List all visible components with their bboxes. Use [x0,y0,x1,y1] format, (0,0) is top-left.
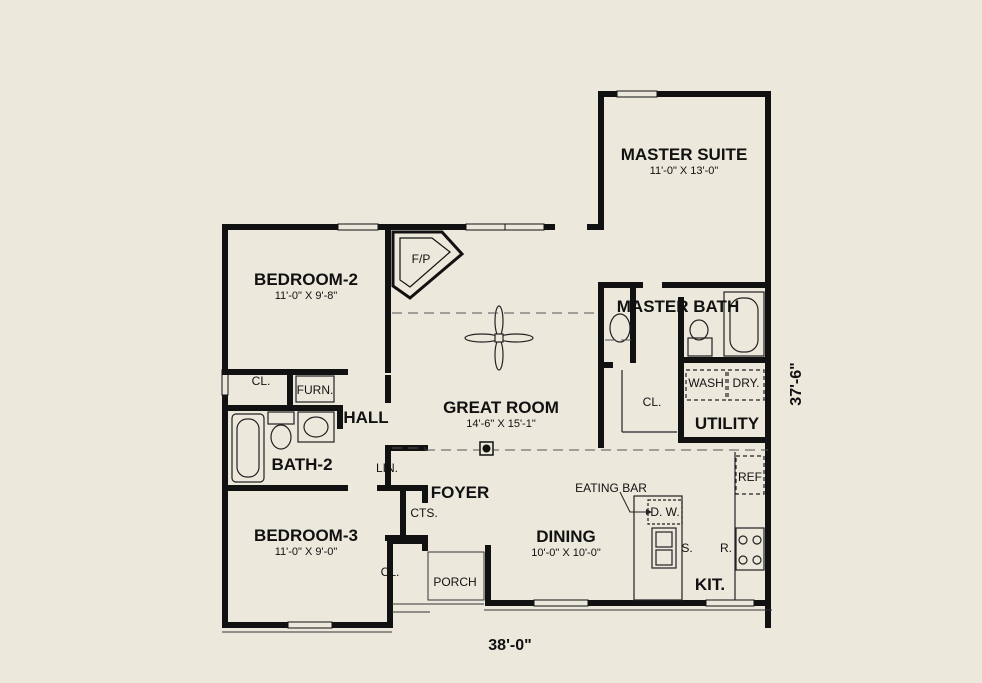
bedroom3-dims: 11'-0" X 9'-0" [275,546,338,558]
washer-label: WASH [688,376,724,390]
closet-bed2-label: CL. [252,374,271,388]
hall-label: HALL [343,408,388,427]
dining-label: DINING [536,527,596,546]
closet-bed3-label: CL. [381,565,400,579]
washer-dryer [685,369,765,401]
furnace-label: FURN. [297,383,334,397]
cts-label: CTS. [410,506,437,520]
bath2-label: BATH-2 [271,455,332,474]
foyer-label: FOYER [431,483,490,502]
master-bath-label: MASTER BATH [617,297,739,316]
column [479,441,494,456]
range-label: R. [720,541,732,555]
utility-label: UTILITY [695,414,760,433]
sink-label: S. [681,541,692,555]
bath2-fixtures [231,411,335,483]
eating-bar-leader [619,491,652,515]
interior-walls [222,224,771,541]
fireplace-label: F/P [412,252,431,266]
master-suite-dims: 11'-0" X 13'-0" [650,165,719,177]
dining-dims: 10'-0" X 10'-0" [531,547,601,559]
linen-label: LIN. [376,461,398,475]
closet-master-label: CL. [643,395,662,409]
dishwasher-label: D. W. [650,505,679,519]
master-suite-label: MASTER SUITE [621,145,748,164]
dryer-label: DRY. [733,376,760,390]
master-bath-fixtures [605,291,765,357]
porch-area [427,551,485,601]
kitchen-fixtures [633,452,765,601]
porch-label: PORCH [433,575,476,589]
foundation-hatch [222,603,772,633]
bedroom2-dims: 11'-0" X 9'-8" [275,290,338,302]
windows [221,90,755,629]
great-room-label: GREAT ROOM [443,398,559,417]
width-dimension: 38'-0" [488,637,531,654]
fireplace [391,230,465,300]
refrigerator-label: REF [738,470,762,484]
eating-bar-label: EATING BAR [575,481,647,495]
ceiling-fan-icon [464,305,534,371]
furnace [295,375,335,403]
kit-label: KIT. [695,575,725,594]
bedroom2-label: BEDROOM-2 [254,270,358,289]
depth-dimension: 37'-6" [788,362,805,405]
great-room-dims: 14'-6" X 15'-1" [466,418,536,430]
bedroom3-label: BEDROOM-3 [254,526,358,545]
master-closet [621,370,677,433]
